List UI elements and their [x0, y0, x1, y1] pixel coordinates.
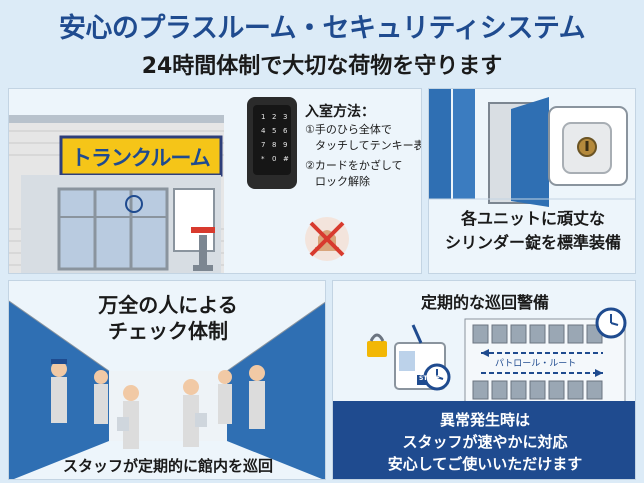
staff-person-icon — [183, 379, 207, 447]
locker-unit — [586, 380, 603, 400]
locker-unit — [548, 380, 565, 400]
lock-caption-line-1: 各ユニットに頑丈な — [460, 209, 605, 228]
keypad-key: 1 — [261, 113, 265, 121]
clock-icon — [423, 363, 451, 391]
keypad-key: 7 — [261, 141, 265, 149]
locker-unit — [510, 380, 527, 400]
locker-unit — [491, 324, 508, 344]
staff-person-icon — [117, 385, 139, 449]
locker-unit — [567, 380, 584, 400]
patrol-footer-line-3: 安心してご使いいただけます — [387, 455, 583, 473]
staff-person-icon — [249, 365, 265, 429]
patrol-heading: 定期的な巡回警備 — [420, 293, 549, 312]
patrol-route-label: パトロール・ルート — [495, 359, 577, 369]
locker-units — [472, 324, 603, 400]
staff-person-icon — [51, 359, 67, 423]
keypad-key: 2 — [272, 113, 276, 121]
store-sign-board — [59, 135, 223, 177]
staff-heading-line-2: チェック体制 — [108, 319, 228, 343]
keypad-key: 0 — [272, 155, 276, 163]
no-alarm-icon — [305, 217, 349, 261]
lock-panel: 各ユニットに頑丈な シリンダー錠を標準装備 — [428, 88, 636, 274]
keypad-key: 5 — [272, 127, 276, 135]
locker-unit — [529, 324, 546, 344]
smart-keypad-icon — [247, 97, 297, 189]
corridor-illustration — [9, 300, 325, 479]
staff-footer: スタッフが定期的に館内を巡回 — [62, 457, 273, 475]
staff-person-icon — [94, 370, 108, 424]
store-sign-text: トランクルーム — [71, 146, 211, 170]
padlock-icon — [367, 333, 387, 357]
route-arrow-icon — [595, 369, 603, 377]
page-subtitle: 24時間体制で大切な荷物を守ります — [141, 54, 503, 79]
locker-unit — [491, 380, 508, 400]
locker-unit — [510, 324, 527, 344]
keypad-key: * — [261, 155, 265, 163]
page-title: 安心のプラスルーム・セキュリティシステム — [58, 13, 586, 44]
patrol-footer-line-1: 異常発生時は — [439, 411, 530, 429]
staff-heading-line-1: 万全の人による — [98, 293, 238, 317]
entry-step-1-line-1: ①手のひら全体で — [305, 123, 392, 136]
route-arrow-icon — [481, 349, 489, 357]
alarm-light-icon — [191, 227, 215, 233]
keypad-key: 8 — [272, 141, 276, 149]
keypad-key: 9 — [283, 141, 287, 149]
staff-person-icon — [218, 370, 232, 424]
locker-unit — [529, 380, 546, 400]
patrol-footer-bg — [333, 401, 635, 479]
locker-unit — [548, 324, 565, 344]
locker-unit — [472, 324, 489, 344]
staff-badge-text: STAFF — [419, 375, 440, 382]
patrol-footer-line-2: スタッフが速やかに対応 — [402, 433, 568, 451]
entry-step-1-line-2: タッチしてテンキー表 — [315, 139, 422, 152]
locker-illustration — [429, 89, 635, 207]
entry-method-title: 入室方法： — [305, 104, 375, 120]
entry-step-2-line-1: ②カードをかざして — [305, 159, 403, 172]
locker-unit — [567, 324, 584, 344]
cylinder-lock-icon — [548, 106, 628, 186]
keypad-key: 6 — [283, 127, 288, 135]
patrol-illustration — [367, 307, 627, 404]
staff-panel: 万全の人による チェック体制 スタッフが定期的に館内を巡回 — [8, 280, 326, 480]
keypad-key: # — [283, 155, 289, 163]
locker-unit — [472, 380, 489, 400]
patrol-panel: 定期的な巡回警備 パトロール・ルート STAFF 異常発生時は スタッフが速やか… — [332, 280, 636, 480]
keypad-key: 4 — [261, 127, 266, 135]
keypad-key: 3 — [283, 113, 287, 121]
entry-step-2-line-2: ロック解除 — [315, 175, 370, 188]
clock-icon — [595, 307, 627, 339]
lock-caption-line-2: シリンダー錠を標準装備 — [444, 233, 621, 252]
logo-icon — [125, 195, 143, 213]
